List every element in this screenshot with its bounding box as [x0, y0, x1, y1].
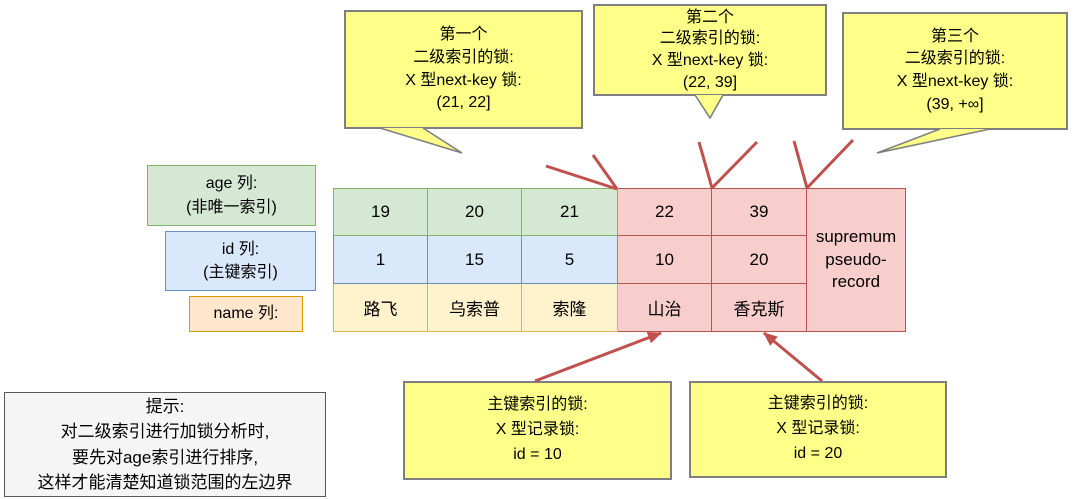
age-column-label-text: age 列: (非唯一索引)	[186, 175, 277, 216]
callout-3-tail	[876, 128, 991, 154]
record-lock-note-id20: 主键索引的锁: X 型记录锁: id = 20	[689, 381, 947, 478]
id-cell: 1	[333, 235, 428, 284]
age-cell: 21	[521, 188, 618, 236]
range-line-22-39-right	[710, 140, 759, 190]
callout-secondary-index-lock-3: 第三个 二级索引的锁: X 型next-key 锁: (39, +∞]	[842, 12, 1068, 130]
id-cell-locked: 10	[617, 235, 712, 284]
name-cell: 路飞	[333, 283, 428, 332]
age-cell-locked: 39	[711, 188, 807, 236]
name-cell: 乌索普	[427, 283, 522, 332]
callout-secondary-index-lock-2: 第二个 二级索引的锁: X 型next-key 锁: (22, 39]	[593, 4, 827, 96]
name-cell: 索隆	[521, 283, 618, 332]
id-cell-locked: 20	[711, 235, 807, 284]
index-records-table: 19 20 21 22 39 supremum pseudo- record 1…	[333, 188, 906, 332]
arrow-record-lock-id10	[534, 331, 662, 383]
record-lock-note-text: 主键索引的锁: X 型记录锁: id = 20	[767, 395, 869, 462]
callout-text: 第三个 二级索引的锁: X 型next-key 锁: (39, +∞]	[896, 27, 1014, 113]
id-cell: 5	[521, 235, 618, 284]
range-line-21-22-right	[591, 154, 619, 190]
callout-text: 第二个 二级索引的锁: X 型next-key 锁: (22, 39]	[651, 8, 769, 91]
age-cell-locked: 22	[617, 188, 712, 236]
age-row: 19 20 21 22 39 supremum pseudo- record	[333, 188, 906, 332]
age-column-label: age 列: (非唯一索引)	[147, 165, 316, 226]
range-line-22-39-left	[697, 141, 714, 189]
callout-secondary-index-lock-1: 第一个 二级索引的锁: X 型next-key 锁: (21, 22]	[344, 10, 583, 129]
name-cell-locked: 香克斯	[711, 283, 807, 332]
record-lock-note-text: 主键索引的锁: X 型记录锁: id = 10	[487, 396, 588, 463]
callout-2-tail	[694, 94, 724, 120]
callout-1-tail	[379, 127, 463, 154]
hint-text: 提示: 对二级索引进行加锁分析时, 要先对age索引进行排序, 这样才能清楚知道…	[37, 396, 293, 493]
id-cell: 15	[427, 235, 522, 284]
id-column-label-text: id 列: (主键索引)	[203, 240, 278, 281]
id-column-label: id 列: (主键索引)	[165, 231, 316, 291]
name-column-label: name 列:	[189, 296, 303, 332]
name-column-label-text: name 列:	[213, 305, 279, 323]
callout-text: 第一个 二级索引的锁: X 型next-key 锁: (21, 22]	[405, 26, 522, 112]
range-line-39-inf-left	[792, 140, 809, 189]
age-cell: 19	[333, 188, 428, 236]
age-cell: 20	[427, 188, 522, 236]
hint-box: 提示: 对二级索引进行加锁分析时, 要先对age索引进行排序, 这样才能清楚知道…	[4, 392, 326, 497]
supremum-cell: supremum pseudo- record	[806, 188, 906, 332]
record-lock-note-id10: 主键索引的锁: X 型记录锁: id = 10	[403, 381, 672, 480]
arrow-record-lock-id20	[763, 331, 823, 383]
range-line-21-22-left	[545, 164, 618, 191]
name-row: 路飞 乌索普 索隆 山治 香克斯	[333, 283, 906, 332]
name-cell-locked: 山治	[617, 283, 712, 332]
id-row: 1 15 5 10 20	[333, 235, 906, 284]
range-line-39-inf-right	[805, 138, 855, 190]
